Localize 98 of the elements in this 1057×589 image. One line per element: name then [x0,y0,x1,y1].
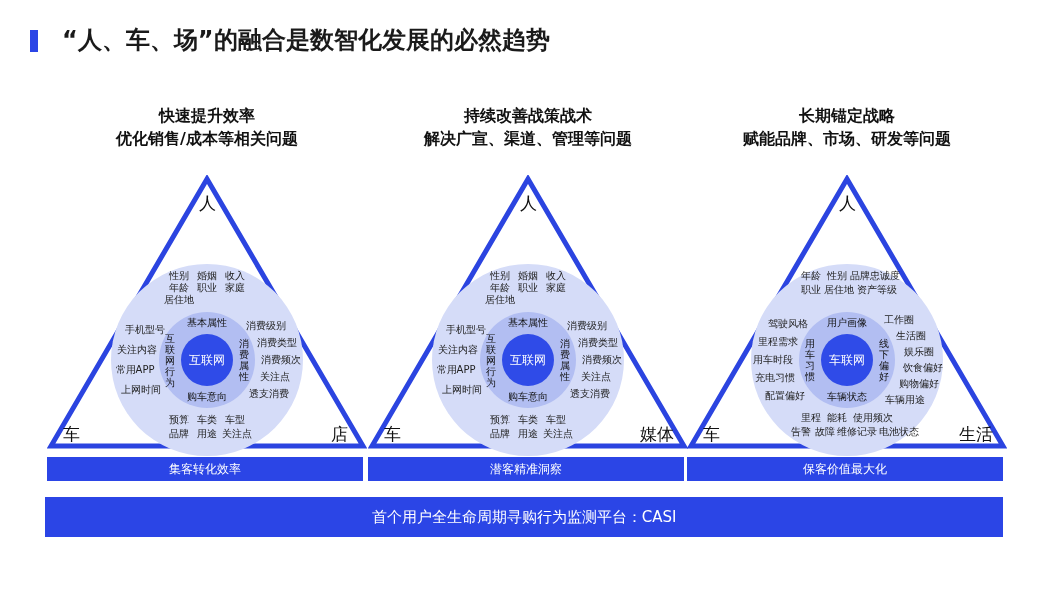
category-label: 车辆状态 [827,391,867,403]
attribute-text: 里程 [801,412,821,424]
attribute-text: 职业 [197,282,217,294]
attribute-text: 品牌 [169,428,189,440]
heading-text: 长期锚定战略 [799,106,895,127]
attribute-text: 关注点 [222,428,252,440]
category-label: 互联网行为 [486,332,497,388]
center-circle: 车联网 [821,334,873,386]
attribute-text: 手机型号 [125,324,165,335]
attribute-text: 关注点 [260,371,290,383]
category-label: 基本属性 [187,317,227,329]
banner-bar: 首个用户全生命周期寻购行为监测平台：CASI [45,497,1003,537]
attribute-text: 车型 [546,414,566,426]
attribute-text: 居住地 [824,284,854,296]
attribute-text: 车类 [518,414,538,426]
attribute-text: 车型 [225,414,245,426]
attribute-text: 关注点 [581,371,611,383]
attribute-text: 预算 [169,414,189,426]
title: “人、车、场”的融合是数智化发展的必然趋势 [62,25,550,56]
attribute-text: 用车时段 [753,354,793,366]
attribute-text: 里程需求 [758,336,798,348]
attribute-text: 娱乐圈 [904,346,934,358]
heading-text: 赋能品牌、市场、研发等问题 [743,129,951,150]
banner-bar: 集客转化效率 [47,457,363,481]
attribute-text: 性别 [827,270,847,282]
attribute-text: 上网时间 [121,384,161,396]
attribute-text: 婚姻 [197,270,217,282]
vertex-label: 车 [702,428,720,440]
attribute-text: 预算 [490,414,510,426]
heading-text: 解决广宣、渠道、管理等问题 [424,129,632,150]
attribute-text: 关注内容 [117,344,157,356]
category-label: 基本属性 [508,317,548,329]
attribute-text: 用途 [518,428,538,440]
vertex-label: 生活 [959,428,994,440]
category-label: 用户画像 [827,317,867,329]
attribute-text: 手机型号 [446,324,486,335]
category-label: 用车习惯 [804,338,816,382]
attribute-text: 常用APP [436,364,476,376]
attribute-text: 消费类型 [578,337,618,349]
attribute-text: 用途 [197,428,217,440]
attribute-text: 职业 [518,282,538,294]
attribute-text: 消费级别 [246,320,286,332]
attribute-text: 维修记录 [837,426,877,438]
attribute-text: 性别 [169,270,189,282]
attribute-text: 透支消费 [570,388,610,400]
attribute-text: 消费类型 [257,337,297,349]
heading-text: 快速提升效率 [159,106,255,127]
banner-bar: 潜客精准洞察 [368,457,684,481]
attribute-text: 家庭 [225,282,245,294]
attribute-text: 上网时间 [442,384,482,396]
attribute-text: 年龄 [169,282,189,294]
vertex-label: 车 [383,428,401,440]
attribute-text: 年龄 [490,282,510,294]
category-label: 线下偏好 [878,338,890,382]
banner-bar: 保客价值最大化 [687,457,1003,481]
category-label: 消费属性 [559,338,571,382]
attribute-text: 消费级别 [567,320,607,332]
attribute-text: 常用APP [115,364,155,376]
attribute-text: 收入 [546,270,566,282]
attribute-text: 充电习惯 [755,372,795,384]
attribute-text: 收入 [225,270,245,282]
attribute-text: 职业 [801,284,821,296]
attribute-text: 婚姻 [518,270,538,282]
attribute-text: 关注内容 [438,344,478,356]
attribute-text: 消费频次 [582,354,622,366]
vertex-label: 车 [62,428,80,440]
attribute-text: 消费频次 [261,354,301,366]
attribute-text: 年龄 [801,270,821,282]
center-circle: 互联网 [502,334,554,386]
attribute-text: 品牌 [490,428,510,440]
attribute-text: 透支消费 [249,388,289,400]
attribute-text: 品牌忠诚度 [850,270,900,282]
attribute-text: 车类 [197,414,217,426]
category-label: 购车意向 [187,391,227,403]
category-label: 购车意向 [508,391,548,403]
attribute-text: 故障 [815,426,835,438]
attribute-text: 资产等级 [857,284,897,296]
attribute-text: 性别 [490,270,510,282]
attribute-text: 饮食偏好 [903,362,943,374]
attribute-text: 车辆用途 [885,394,925,406]
attribute-text: 关注点 [543,428,573,440]
attribute-text: 购物偏好 [899,378,939,390]
attribute-text: 居住地 [485,294,515,306]
attribute-text: 告警 [791,426,811,438]
attribute-text: 驾驶风格 [768,318,808,330]
center-circle: 互联网 [181,334,233,386]
attribute-text: 工作圈 [884,314,914,326]
attribute-text: 生活圈 [896,330,926,342]
attribute-text: 能耗 [827,412,847,424]
attribute-text: 家庭 [546,282,566,294]
category-label: 消费属性 [238,338,250,382]
category-label: 互联网行为 [165,332,176,388]
heading-text: 优化销售/成本等相关问题 [116,129,298,150]
attribute-text: 配置偏好 [765,390,805,402]
attribute-text: 居住地 [164,294,194,306]
attribute-text: 使用频次 [853,412,893,424]
heading-text: 持续改善战策战术 [464,106,592,127]
attribute-text: 电池状态 [879,426,919,438]
